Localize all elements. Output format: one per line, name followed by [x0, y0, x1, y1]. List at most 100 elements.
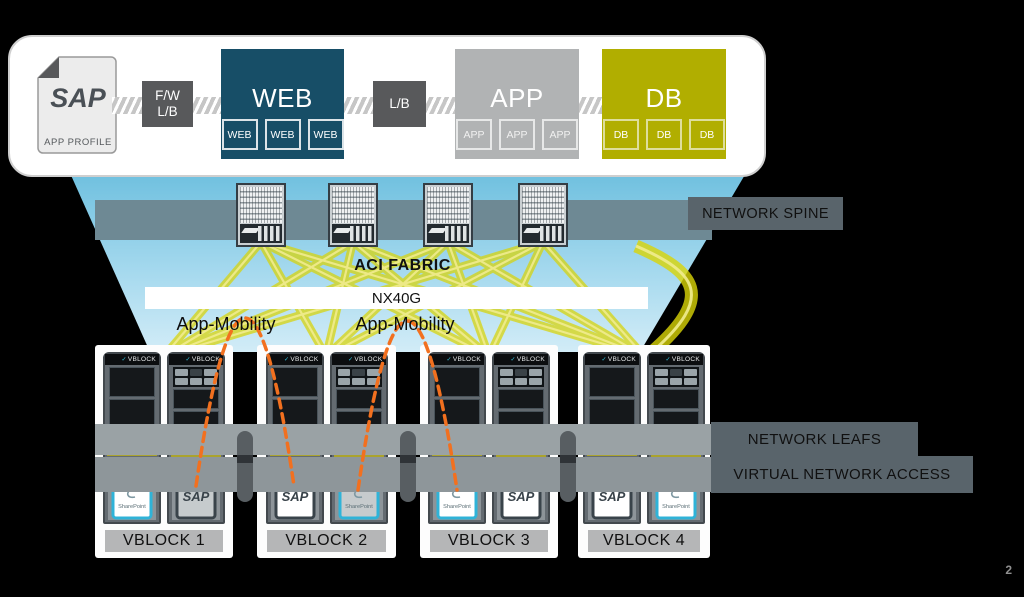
switch-fan-tray [240, 224, 282, 243]
vblock-logo: ✓VBLOCK [430, 354, 484, 365]
fw-label: F/W [155, 88, 180, 103]
virtual-network-access-label: VIRTUAL NETWORK ACCESS [711, 456, 973, 493]
app-tier-box: APP APP APP APP [455, 49, 579, 159]
nexus-bar: NX40G [145, 287, 648, 309]
server-modules [498, 367, 544, 387]
vblock-logo: ✓VBLOCK [494, 354, 548, 365]
server-modules [653, 367, 699, 387]
network-spine-label: NETWORK SPINE [688, 197, 843, 230]
vblock-check-icon: ✓ [185, 357, 191, 363]
svg-text:SAP: SAP [508, 489, 535, 504]
vblock-logo: ✓VBLOCK [649, 354, 703, 365]
lb-label: L/B [157, 104, 178, 119]
switch-linecards [240, 187, 282, 223]
app-instances: APP APP APP [455, 119, 579, 150]
db-tier-box: DB DB DB DB [602, 49, 726, 159]
db-instance: DB [646, 119, 682, 150]
app-instance: APP [499, 119, 535, 150]
svg-text:SAP: SAP [281, 489, 308, 504]
rack-panel [434, 367, 480, 397]
vblock-label: VBLOCK 1 [105, 530, 223, 552]
sap-app-profile-doc-icon: SAP APP PROFILE [37, 56, 117, 154]
spine-switch [518, 183, 568, 247]
vblock-label: VBLOCK 2 [267, 530, 386, 552]
switch-linecards [332, 187, 374, 223]
db-instance: DB [689, 119, 725, 150]
web-instance: WEB [221, 119, 258, 150]
svg-text:SharePoint: SharePoint [118, 504, 146, 510]
svg-text:SAP: SAP [599, 489, 626, 504]
switch-linecards [522, 187, 564, 223]
rack-panel [589, 367, 635, 397]
vblock-check-icon: ✓ [121, 357, 127, 363]
vblock-label: VBLOCK 4 [588, 530, 700, 552]
app-tier-heading: APP [490, 83, 544, 113]
app-profile-container: SAP APP PROFILE F/W L/B WEB WEB WEB WEB … [8, 35, 766, 177]
connector-stripe [112, 97, 142, 114]
band-connector-post [237, 431, 253, 502]
connector-stripe [426, 97, 455, 114]
db-instance: DB [603, 119, 639, 150]
switch-fan-tray [332, 224, 374, 243]
band-connector-post [560, 431, 576, 502]
vblock-check-icon: ✓ [510, 357, 516, 363]
vblock-logo: ✓VBLOCK [169, 354, 223, 365]
db-tier-heading: DB [645, 83, 683, 113]
connector-stripe [579, 97, 602, 114]
vblock-logo-text: VBLOCK [127, 356, 156, 363]
network-spine-band [95, 200, 712, 240]
web-instance: WEB [264, 119, 301, 150]
app-profile-caption: APP PROFILE [44, 137, 112, 148]
loadbalancer-box: L/B [373, 81, 426, 127]
page-number: 2 [1005, 563, 1012, 577]
sap-logo-text: SAP [50, 83, 107, 113]
rack-stripe [496, 455, 546, 458]
spine-switch [328, 183, 378, 247]
switch-fan-tray [427, 224, 469, 243]
server-modules [335, 367, 382, 387]
switch-fan-tray [522, 224, 564, 243]
vblock-logo: ✓VBLOCK [331, 354, 386, 365]
rack-panel [653, 389, 699, 409]
aci-fabric-label: ACI FABRIC [354, 257, 451, 274]
app-mobility-label-1: App-Mobility [176, 314, 276, 334]
vblock-logo: ✓VBLOCK [585, 354, 639, 365]
vblock-logo: ✓VBLOCK [267, 354, 322, 365]
db-instances: DB DB DB [602, 119, 726, 150]
vblock-logo-text: VBLOCK [290, 356, 319, 363]
band-connector-post [400, 431, 416, 502]
svg-text:SharePoint: SharePoint [345, 504, 373, 510]
vblock-logo-text: VBLOCK [607, 356, 636, 363]
vblock-check-icon: ✓ [665, 357, 671, 363]
vblock-check-icon: ✓ [601, 357, 607, 363]
rack-panel [173, 389, 219, 409]
network-leafs-label: NETWORK LEAFS [711, 422, 918, 457]
connector-stripe [193, 97, 221, 114]
web-tier-heading: WEB [252, 83, 313, 113]
vblock-check-icon: ✓ [348, 357, 354, 363]
connector-stripe [344, 97, 373, 114]
app-instance: APP [542, 119, 578, 150]
svg-text:SAP: SAP [183, 489, 210, 504]
rack-panel [498, 389, 544, 409]
web-tier-box: WEB WEB WEB WEB [221, 49, 344, 159]
rack-panel [335, 389, 382, 409]
lb-label: L/B [389, 96, 410, 111]
app-instance: APP [456, 119, 492, 150]
vblock-label: VBLOCK 3 [430, 530, 548, 552]
vblock-logo-text: VBLOCK [671, 356, 700, 363]
vblock-logo-text: VBLOCK [516, 356, 545, 363]
app-mobility-label-2: App-Mobility [355, 314, 455, 334]
cable-curve-right-core [635, 244, 693, 354]
switch-linecards [427, 187, 469, 223]
vblock-check-icon: ✓ [446, 357, 452, 363]
spine-switch [236, 183, 286, 247]
vblock-logo: ✓VBLOCK [105, 354, 159, 365]
vblock-logo-text: VBLOCK [191, 356, 220, 363]
vblock-logo-text: VBLOCK [354, 356, 383, 363]
rack-panel [109, 367, 155, 397]
vblock-check-icon: ✓ [284, 357, 290, 363]
firewall-loadbalancer-box: F/W L/B [142, 81, 193, 127]
spine-switch [423, 183, 473, 247]
